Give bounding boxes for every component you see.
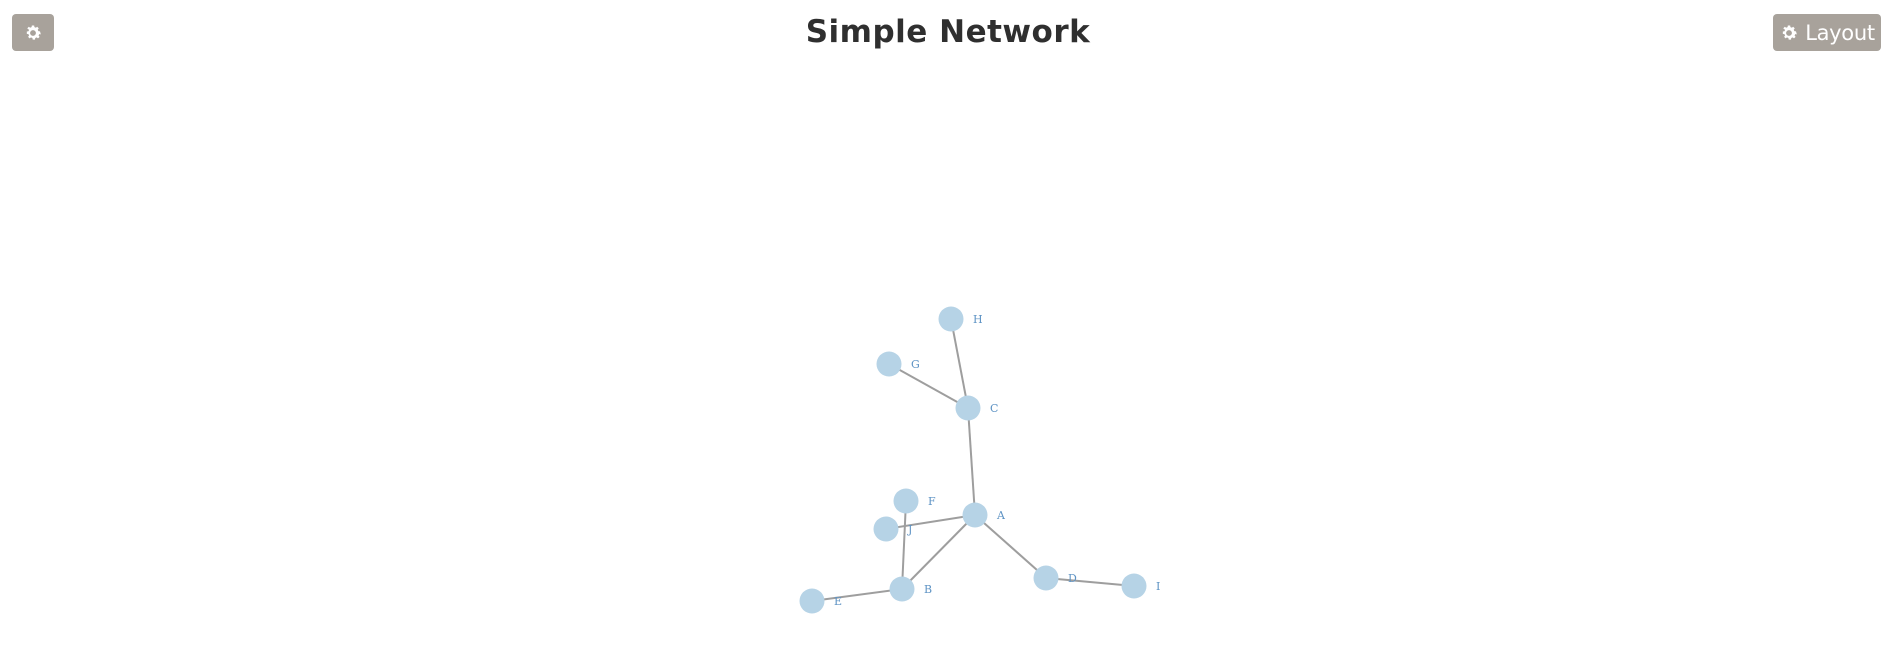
node-label: J [907,523,912,536]
node-H[interactable]: H [938,306,983,332]
node-A[interactable]: A [962,502,1007,528]
edge-A-D [974,514,1047,579]
node-label: D [1068,572,1077,585]
node-circle[interactable] [893,488,919,514]
nodes-layer: A B C D E F G H I J [799,306,1161,614]
edge-H-C [950,318,969,409]
node-I[interactable]: I [1121,573,1161,599]
gear-icon [1779,23,1799,43]
node-F[interactable]: F [893,488,937,514]
node-label: I [1156,580,1160,593]
node-B[interactable]: B [889,576,933,602]
edge-D-I [1045,577,1135,587]
node-circle[interactable] [1033,565,1059,591]
edges-layer [811,318,1135,602]
node-label: E [834,595,842,608]
node-circle[interactable] [962,502,988,528]
node-label: F [928,495,936,508]
node-circle[interactable] [938,306,964,332]
node-circle[interactable] [889,576,915,602]
node-E[interactable]: E [799,588,843,614]
settings-button[interactable] [12,14,54,51]
node-circle[interactable] [799,588,825,614]
node-label: C [990,402,998,415]
node-J[interactable]: J [873,516,913,542]
node-D[interactable]: D [1033,565,1078,591]
node-label: G [911,358,920,371]
edge-A-B [901,514,976,590]
edge-C-A [967,407,976,516]
node-circle[interactable] [1121,573,1147,599]
edge-A-J [885,514,976,530]
node-label: A [996,509,1006,522]
node-G[interactable]: G [876,351,920,377]
edge-B-E [811,588,903,602]
node-circle[interactable] [873,516,899,542]
page-title: Simple Network [805,14,1091,50]
node-label: B [924,583,932,596]
node-label: H [973,313,983,326]
edge-F-B [901,500,907,590]
node-circle[interactable] [955,395,981,421]
node-circle[interactable] [876,351,902,377]
edge-G-C [888,363,969,409]
gear-icon [23,23,43,43]
layout-button-label: Layout [1805,20,1875,45]
node-C[interactable]: C [955,395,999,421]
layout-button[interactable]: Layout [1773,14,1881,51]
